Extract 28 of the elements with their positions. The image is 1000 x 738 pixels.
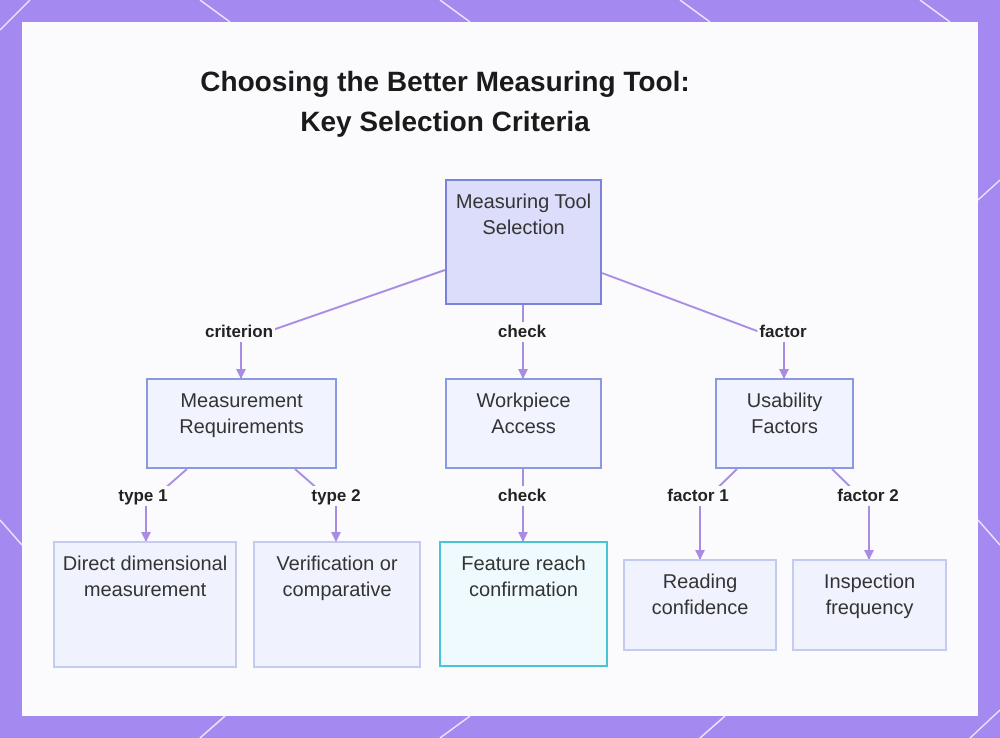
node-text: Inspection frequency (822, 570, 916, 621)
node-text: Measurement Requirements (178, 389, 305, 440)
process-box (445, 179, 602, 305)
edge-label: factor 2 (835, 486, 901, 506)
process-box (253, 541, 421, 668)
process-box (792, 559, 947, 651)
node-text: Direct dimensional measurement (62, 552, 228, 603)
process-box (439, 541, 608, 667)
node-text: Measuring Tool Selection (454, 190, 592, 241)
process-box (715, 378, 854, 469)
process-box (53, 541, 237, 668)
edge-label: factor (757, 322, 809, 342)
edge-label: factor 1 (665, 486, 731, 506)
node-text: Feature reach confirmation (460, 552, 587, 603)
process-box (623, 559, 777, 651)
arrow (602, 272, 789, 379)
process-box (445, 378, 602, 469)
node-text: Workpiece Access (475, 389, 572, 440)
edge-label: type 2 (309, 486, 363, 506)
edge-label: criterion (202, 322, 276, 342)
node-text: Verification or comparative (275, 552, 399, 603)
edge-label: type 1 (116, 486, 170, 506)
node-text: Usability Factors (746, 389, 824, 440)
process-box (146, 378, 337, 469)
edge-label: check (496, 322, 548, 342)
edge-label: check (496, 486, 548, 506)
title: Choosing the Better Measuring Tool: Key Selection Criteria (199, 65, 691, 139)
node-text: Reading confidence (650, 570, 750, 621)
